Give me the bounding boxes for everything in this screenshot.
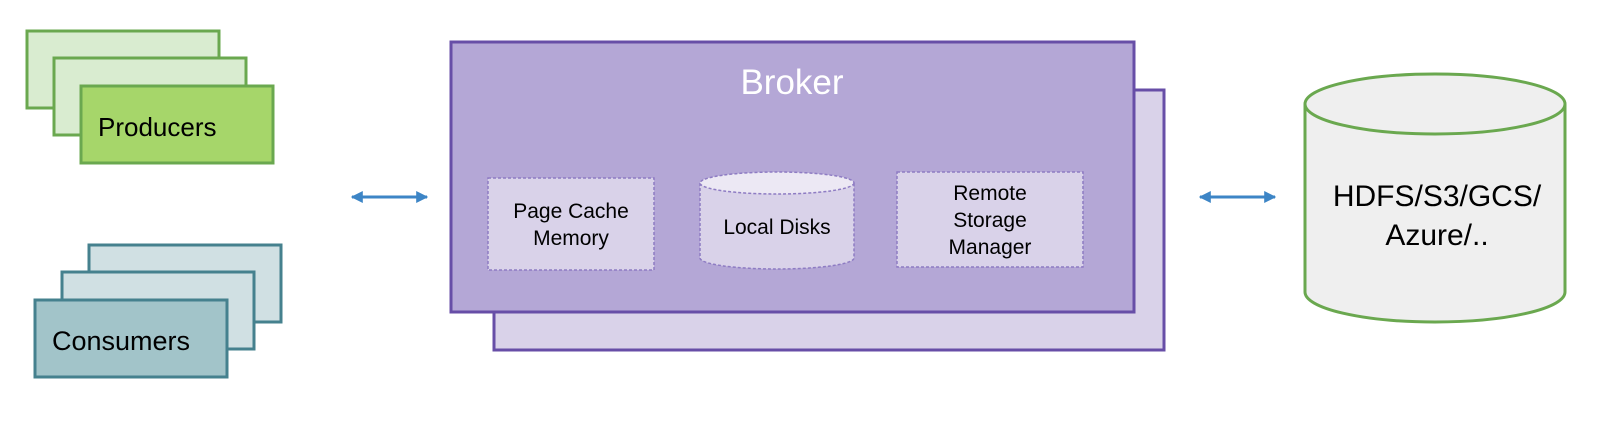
remote-storage-label-line3: Manager (949, 236, 1032, 259)
consumers-label: Consumers (52, 326, 190, 356)
consumers-stack: Consumers (33, 243, 283, 379)
producers-label: Producers (98, 112, 217, 142)
producers-card-front (79, 84, 275, 165)
broker-title: Broker (740, 63, 843, 102)
remote-storage-line2: Azure/.. (1385, 219, 1488, 252)
broker: Broker Page Cache Memory Local Disks Rem… (449, 40, 1166, 352)
remote-storage-line1: HDFS/S3/GCS/ (1333, 180, 1542, 213)
remote-storage-label-line2: Storage (953, 209, 1027, 232)
page-cache-box (487, 177, 655, 271)
remote-storage-label-line1: Remote (953, 182, 1027, 205)
local-disks-label: Local Disks (723, 216, 830, 239)
remote-storage-cylinder (1303, 72, 1567, 324)
page-cache-label-line2: Memory (533, 227, 609, 250)
consumers-card-front (33, 298, 229, 379)
producers-stack: Producers (25, 29, 275, 165)
page-cache-label-line1: Page Cache (513, 200, 629, 223)
local-disks-cylinder (699, 171, 855, 270)
remote-storage-manager-box (896, 171, 1084, 268)
